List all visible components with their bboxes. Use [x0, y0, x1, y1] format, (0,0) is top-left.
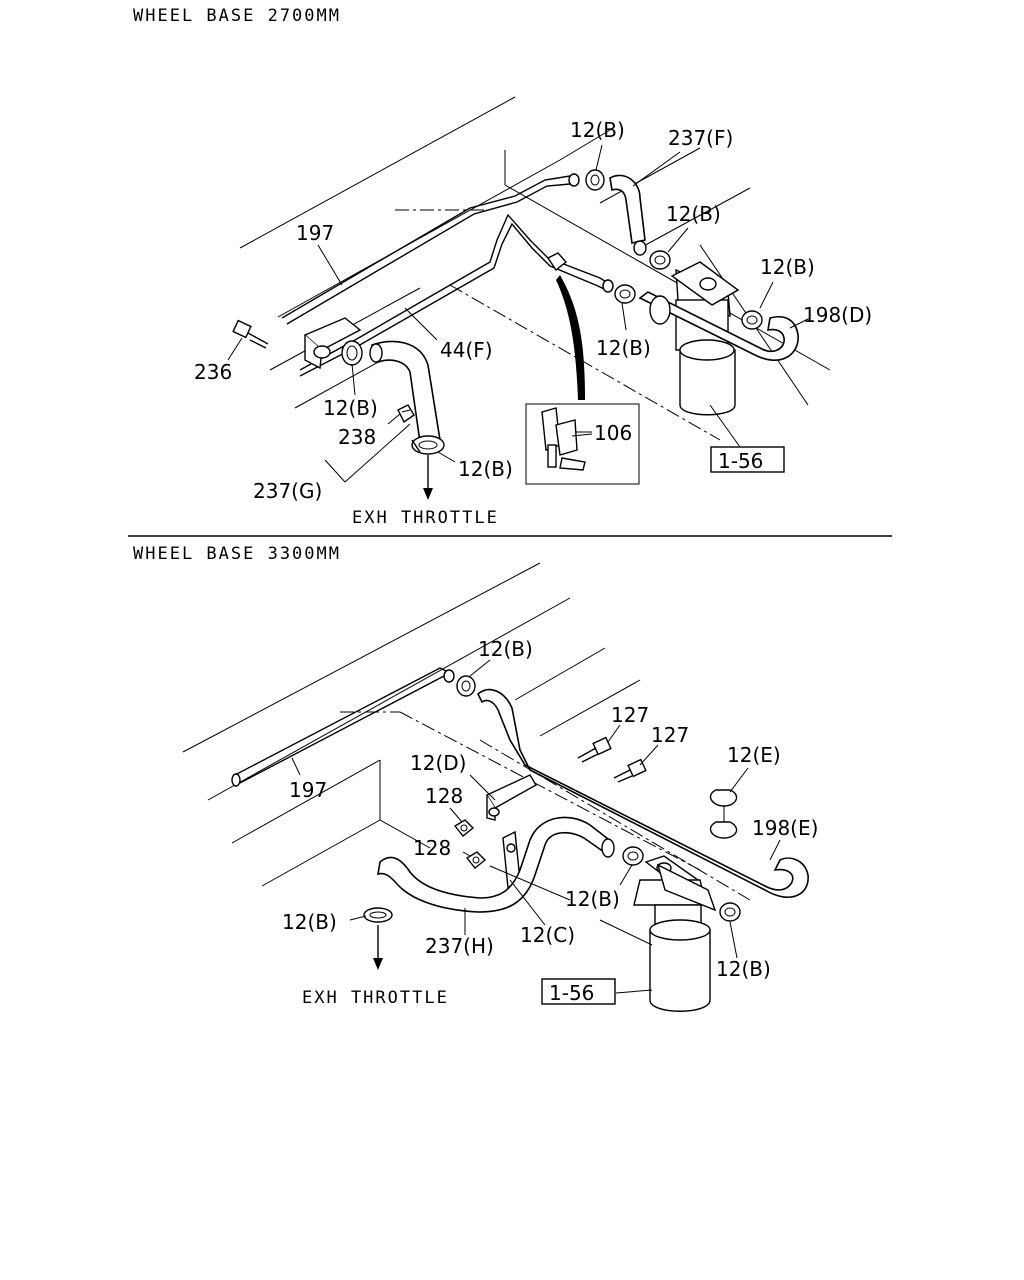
pipe-197-lower [231, 667, 455, 787]
callout-106: 106 [594, 421, 632, 445]
callout-12d: 12(D) [410, 751, 466, 775]
bottom-section: WHEEL BASE 3300MM [133, 544, 818, 1012]
callout-197: 197 [296, 221, 334, 245]
nut-238 [397, 404, 415, 424]
clamp-12b-lower-right [719, 902, 741, 922]
callout-12b: 12(B) [760, 255, 815, 279]
reference-1-56: 1-56 [718, 449, 763, 473]
callout-12b: 12(B) [282, 910, 337, 934]
bottom-leader-lines [291, 659, 781, 994]
pipe-197 [281, 173, 614, 377]
vacuum-tank-bottom [633, 855, 717, 1012]
callout-127: 127 [651, 723, 689, 747]
bracket-12d [485, 774, 537, 821]
reference-box-1-56: 1-56 [710, 446, 785, 473]
reference-1-56: 1-56 [549, 981, 594, 1005]
top-section: WHEEL BASE 2700MM [133, 6, 872, 528]
destination-label: EXH THROTTLE [302, 988, 449, 1008]
destination-label: EXH THROTTLE [352, 508, 499, 528]
inset-106 [525, 403, 640, 485]
clamp-12b-lower-mid [622, 846, 644, 866]
callout-128: 128 [413, 836, 451, 860]
callout-12b: 12(B) [458, 457, 513, 481]
nut-128-a [453, 819, 475, 837]
callout-12c: 12(C) [520, 923, 575, 947]
hose-237f [609, 174, 646, 244]
callout-44f: 44(F) [440, 338, 493, 362]
callout-237f: 237(F) [668, 126, 733, 150]
clamp-12e [709, 789, 738, 839]
hose-198e [477, 688, 809, 899]
top-frame-rails [239, 96, 831, 441]
callout-12b: 12(B) [716, 957, 771, 981]
clamp-12b-lower-left [363, 907, 393, 923]
clamp-12b-upper [585, 169, 763, 330]
hose-237h [377, 816, 615, 913]
hose-237g [369, 340, 441, 443]
top-section-heading: WHEEL BASE 2700MM [133, 6, 341, 26]
arrow-exh-throttle-bottom [373, 925, 383, 970]
callout-12b: 12(B) [596, 336, 651, 360]
callout-198d: 198(D) [803, 303, 872, 327]
callout-128: 128 [425, 784, 463, 808]
reference-box-1-56-lower: 1-56 [541, 978, 616, 1005]
top-leader-lines [227, 144, 811, 483]
vacuum-tank-top [670, 261, 740, 416]
arrow-exh-throttle-top [423, 455, 433, 500]
callout-12b: 12(B) [666, 202, 721, 226]
bolt-127-b [613, 758, 647, 783]
clamp-12b-bottom [411, 435, 445, 455]
clamp-12b-left [341, 340, 363, 366]
callout-12e: 12(E) [727, 743, 781, 767]
bottom-frame-rails [182, 562, 751, 901]
callout-127: 127 [611, 703, 649, 727]
hose-198d [638, 291, 799, 361]
callout-238: 238 [338, 425, 376, 449]
inset-leader-arrow [556, 275, 585, 400]
top-bracket [303, 317, 362, 370]
callout-12b: 12(B) [570, 118, 625, 142]
bottom-section-heading: WHEEL BASE 3300MM [133, 544, 341, 564]
callout-237h: 237(H) [425, 934, 494, 958]
bolt-127-a [577, 736, 612, 763]
callout-12b: 12(B) [478, 637, 533, 661]
bracket-12c [502, 830, 521, 890]
clamp-12b-lower-top [456, 675, 476, 697]
callout-197: 197 [289, 778, 327, 802]
nut-128-b [465, 851, 487, 869]
callout-198e: 198(E) [752, 816, 818, 840]
callout-12b: 12(B) [565, 887, 620, 911]
bolt-236 [232, 319, 269, 349]
pipe-clip-106 [546, 252, 568, 272]
callout-12b: 12(B) [323, 396, 378, 420]
callout-237g: 237(G) [253, 479, 322, 503]
callout-236: 236 [194, 360, 232, 384]
